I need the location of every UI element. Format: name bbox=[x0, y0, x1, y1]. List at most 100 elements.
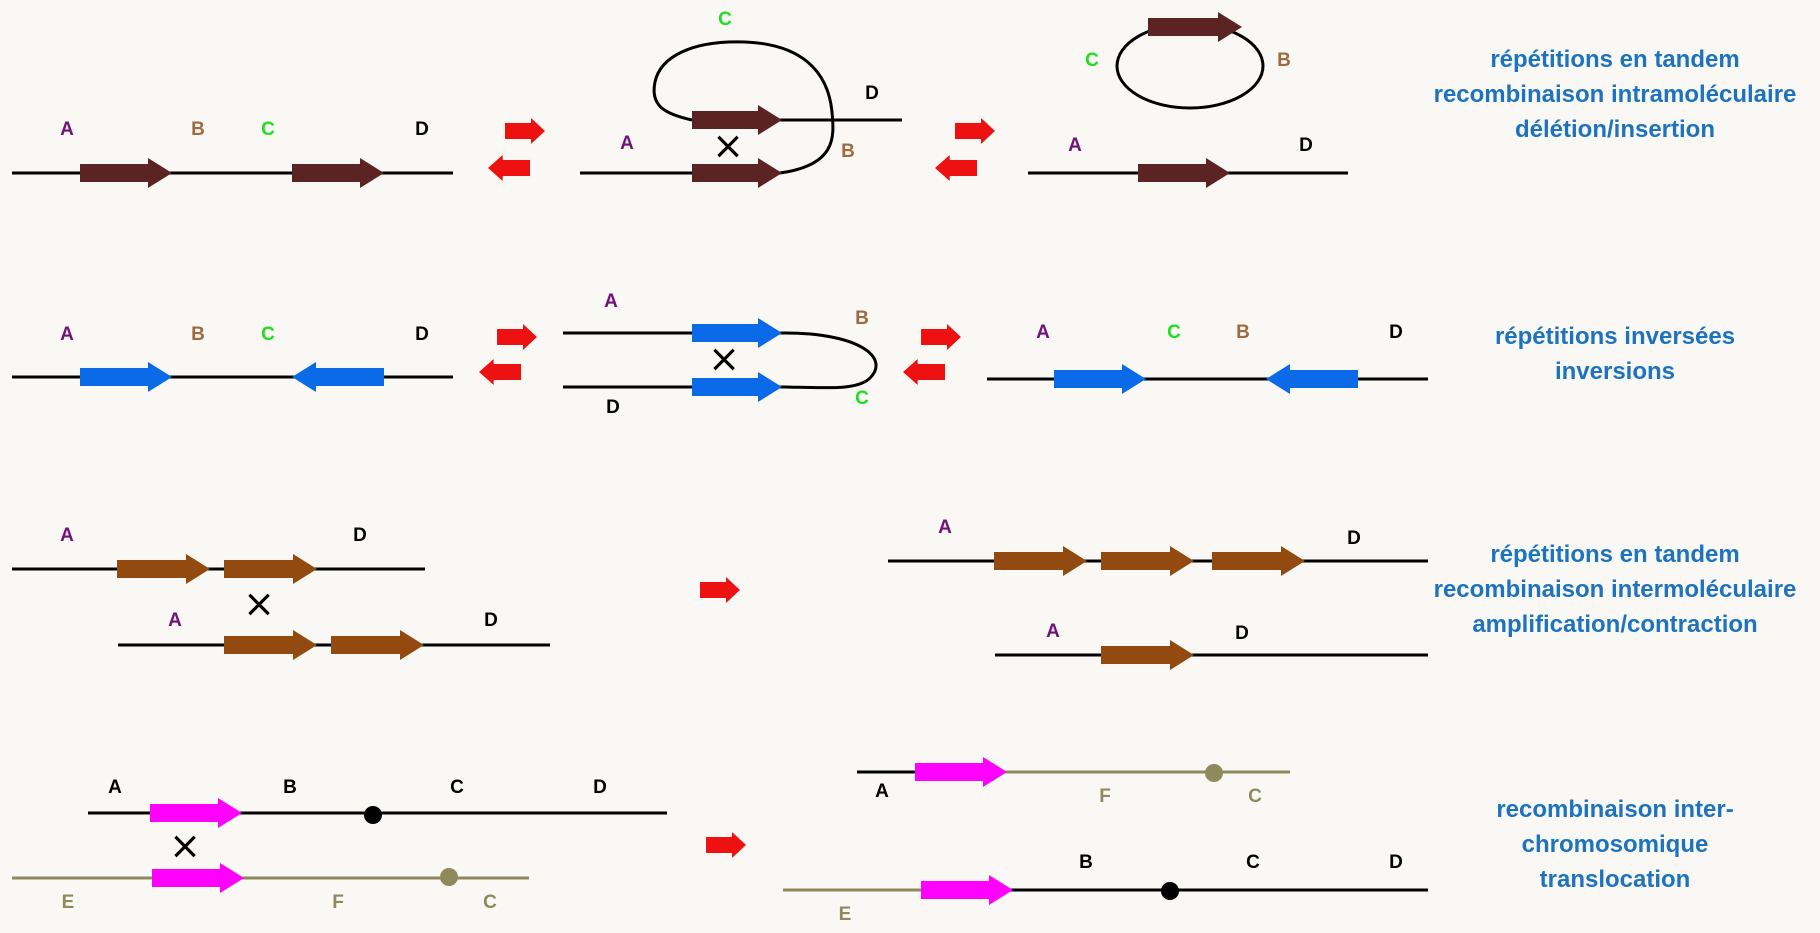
label-B: B bbox=[191, 119, 205, 140]
label-B: B bbox=[1079, 852, 1093, 873]
label-B: B bbox=[1236, 322, 1250, 343]
centromere bbox=[440, 868, 458, 886]
label-D: D bbox=[415, 119, 429, 140]
label-D: D bbox=[484, 610, 498, 631]
label-D: D bbox=[606, 397, 620, 418]
reaction-arrow-reverse bbox=[479, 359, 521, 385]
translocation-repeat-arrow bbox=[150, 798, 242, 828]
amplified-repeat-arrow bbox=[994, 546, 1087, 576]
centromere bbox=[1205, 764, 1223, 782]
inverted-repeat-arrow bbox=[292, 362, 384, 392]
amplified-repeat-arrow bbox=[224, 554, 317, 584]
tandem-repeat-arrow bbox=[80, 158, 172, 188]
label-A: A bbox=[108, 777, 122, 798]
tandem-repeat-arrow bbox=[1148, 12, 1242, 42]
reaction-arrow-forward bbox=[497, 324, 537, 350]
label-B: B bbox=[191, 324, 205, 345]
crossover-mark: × bbox=[243, 582, 275, 626]
label-A: A bbox=[1068, 135, 1082, 156]
label-C: C bbox=[1167, 322, 1181, 343]
caption-row-2-line-1: répétitions inversées bbox=[1494, 323, 1736, 350]
reaction-arrow-reverse bbox=[903, 359, 945, 385]
caption-row-3: répétitions en tandem recombinaison inte… bbox=[1410, 537, 1820, 642]
label-C: C bbox=[1248, 786, 1262, 807]
label-A: A bbox=[1036, 322, 1050, 343]
tandem-repeat-arrow bbox=[292, 158, 384, 188]
label-C: C bbox=[483, 892, 497, 913]
label-A: A bbox=[1046, 621, 1060, 642]
label-D: D bbox=[1299, 135, 1313, 156]
caption-row-4-line-3: translocation bbox=[1539, 866, 1691, 893]
caption-row-4-line-2: chromosomique bbox=[1521, 831, 1709, 858]
label-A: A bbox=[168, 610, 182, 631]
crossover-mark: × bbox=[712, 124, 744, 168]
translocation-repeat-arrow bbox=[921, 875, 1013, 905]
inverted-repeat-arrow bbox=[80, 362, 172, 392]
label-D: D bbox=[865, 83, 879, 104]
caption-row-2-line-2: inversions bbox=[1554, 358, 1676, 385]
inverted-repeat-arrow bbox=[692, 372, 782, 402]
reaction-arrow-forward bbox=[955, 118, 995, 144]
label-D: D bbox=[1347, 528, 1361, 549]
label-B: B bbox=[1277, 50, 1291, 71]
label-B: B bbox=[283, 777, 297, 798]
reaction-arrow-forward bbox=[505, 118, 545, 144]
dna-loop bbox=[784, 331, 878, 390]
label-A: A bbox=[938, 517, 952, 538]
label-C: C bbox=[1246, 852, 1260, 873]
caption-row-3-line-1: répétitions en tandem bbox=[1490, 541, 1740, 568]
tandem-repeat-arrow bbox=[1138, 158, 1230, 188]
label-F: F bbox=[1099, 786, 1111, 807]
centromere bbox=[364, 806, 382, 824]
label-E: E bbox=[62, 892, 75, 913]
label-C: C bbox=[450, 777, 464, 798]
amplified-repeat-arrow bbox=[1101, 546, 1194, 576]
label-E: E bbox=[839, 904, 852, 925]
inverted-repeat-arrow bbox=[1266, 364, 1358, 394]
label-F: F bbox=[332, 892, 344, 913]
label-D: D bbox=[1389, 322, 1403, 343]
label-A: A bbox=[604, 291, 618, 312]
label-A: A bbox=[60, 324, 74, 345]
label-B: B bbox=[855, 308, 869, 329]
caption-row-1-line-3: délétion/insertion bbox=[1514, 116, 1715, 143]
caption-row-4-line-1: recombinaison inter- bbox=[1496, 796, 1734, 823]
reaction-arrow-forward bbox=[706, 832, 746, 858]
inverted-repeat-arrow bbox=[692, 318, 782, 348]
crossover-mark: × bbox=[708, 337, 740, 381]
reaction-arrow-forward bbox=[700, 577, 740, 603]
caption-row-1-line-2: recombinaison intramoléculaire bbox=[1433, 81, 1797, 108]
tandem-repeat-arrow bbox=[692, 105, 782, 135]
caption-row-3-line-2: recombinaison intermoléculaire bbox=[1433, 576, 1797, 603]
label-D: D bbox=[353, 525, 367, 546]
label-C: C bbox=[855, 388, 869, 409]
translocation-repeat-arrow bbox=[915, 757, 1007, 787]
amplified-repeat-arrow bbox=[1101, 640, 1194, 670]
inverted-repeat-arrow bbox=[1054, 364, 1146, 394]
caption-row-2: répétitions inversées inversions bbox=[1410, 319, 1820, 389]
amplified-repeat-arrow bbox=[1212, 546, 1305, 576]
amplified-repeat-arrow bbox=[224, 630, 317, 660]
caption-row-1-line-1: répétitions en tandem bbox=[1490, 46, 1740, 73]
tandem-repeat-arrow bbox=[692, 158, 782, 188]
label-D: D bbox=[1389, 852, 1403, 873]
label-A: A bbox=[60, 525, 74, 546]
label-A: A bbox=[875, 781, 889, 802]
crossover-mark: × bbox=[169, 824, 201, 868]
label-C: C bbox=[261, 324, 275, 345]
label-B: B bbox=[841, 141, 855, 162]
label-A: A bbox=[60, 119, 74, 140]
caption-row-4: recombinaison inter- chromosomique trans… bbox=[1410, 792, 1820, 897]
label-C: C bbox=[261, 119, 275, 140]
label-D: D bbox=[1235, 623, 1249, 644]
arrows bbox=[80, 12, 1358, 905]
centromere bbox=[1161, 882, 1179, 900]
label-A: A bbox=[620, 133, 634, 154]
reaction-arrow-forward bbox=[921, 324, 961, 350]
reaction-arrow-reverse bbox=[488, 155, 530, 181]
label-D: D bbox=[415, 324, 429, 345]
translocation-repeat-arrow bbox=[152, 863, 244, 893]
label-C: C bbox=[718, 9, 732, 30]
label-C: C bbox=[1085, 50, 1099, 71]
